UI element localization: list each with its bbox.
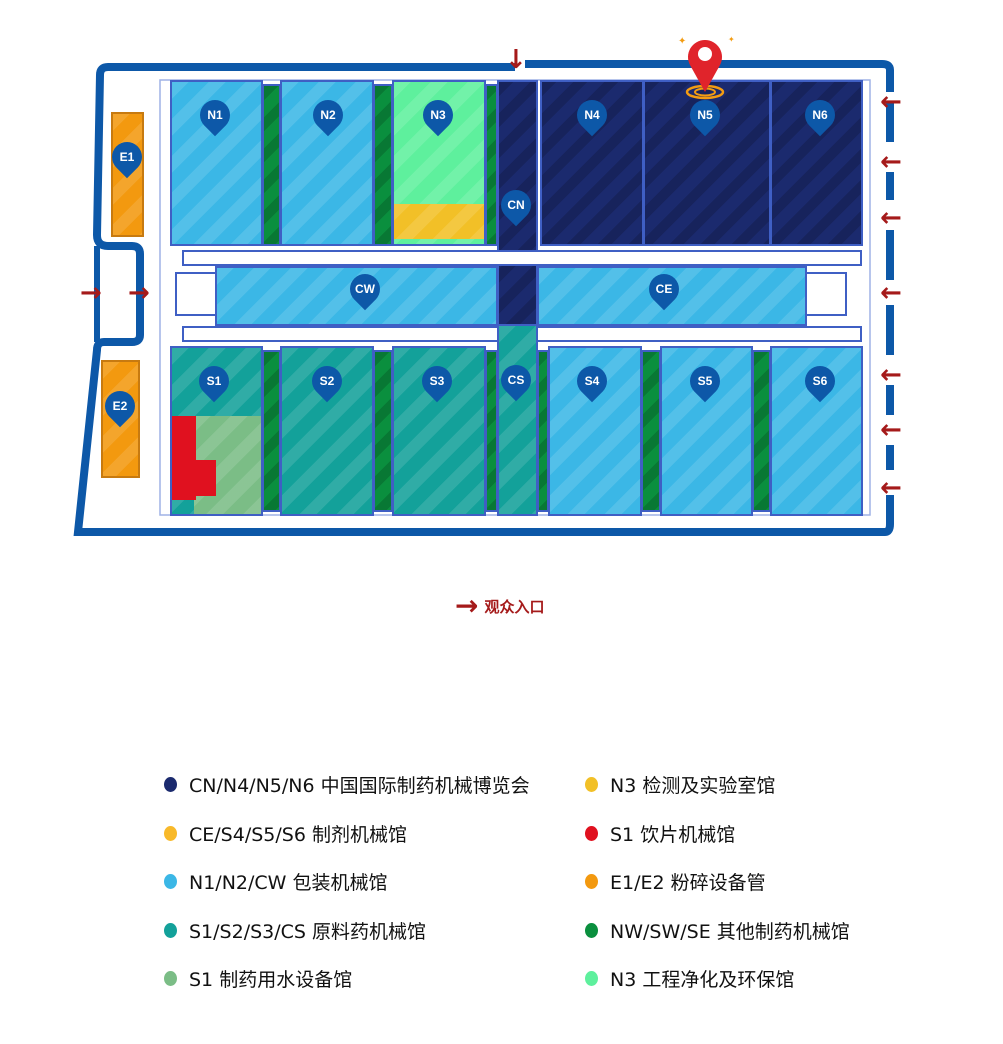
marker-n1[interactable]: N1 <box>193 93 237 140</box>
hall-cw-gate <box>175 272 217 316</box>
legend-item: CN/N4/N5/N6 中国国际制药机械博览会 <box>164 771 530 798</box>
marker-ce[interactable]: CE <box>642 267 686 314</box>
entrance-arrow-east-1: ← <box>880 87 902 117</box>
corridor-nw-2 <box>373 84 393 246</box>
hall-s3[interactable] <box>392 346 486 516</box>
legend-dot <box>164 777 177 792</box>
marker-s5[interactable]: S5 <box>683 359 727 406</box>
legend-item: N3 检测及实验室馆 <box>585 771 775 798</box>
entrance-key: → 观众入口 <box>455 592 544 620</box>
hall-n6[interactable] <box>770 80 863 246</box>
legend-dot <box>585 971 598 986</box>
marker-e1[interactable]: E1 <box>105 135 149 182</box>
entrance-arrow-east-6: ← <box>880 415 902 445</box>
marker-cw[interactable]: CW <box>343 267 387 314</box>
legend-item: S1 制药用水设备馆 <box>164 965 352 992</box>
hall-s1-decoction-area <box>172 416 196 500</box>
corridor-se-2 <box>752 350 771 512</box>
marker-e2[interactable]: E2 <box>98 384 142 431</box>
marker-n5[interactable]: N5 <box>683 93 727 140</box>
east-wall-gates <box>878 92 894 495</box>
corridor-nw-1 <box>262 84 281 246</box>
marker-n6[interactable]: N6 <box>798 93 842 140</box>
svg-text:✦: ✦ <box>678 36 686 47</box>
entrance-arrow-west-2: → <box>128 278 150 308</box>
legend-item: CE/S4/S5/S6 制剂机械馆 <box>164 820 407 847</box>
entrance-arrow-east-5: ← <box>880 360 902 390</box>
corridor-se-1 <box>641 350 661 512</box>
legend-dot <box>585 777 598 792</box>
marker-s1[interactable]: S1 <box>192 359 236 406</box>
hall-n3-lab-area <box>394 204 484 239</box>
legend-dot <box>585 874 598 889</box>
legend-item: S1/S2/S3/CS 原料药机械馆 <box>164 917 426 944</box>
legend-dot <box>164 826 177 841</box>
hall-n2[interactable] <box>280 80 374 246</box>
marker-s4[interactable]: S4 <box>570 359 614 406</box>
marker-n3[interactable]: N3 <box>416 93 460 140</box>
marker-s6[interactable]: S6 <box>798 359 842 406</box>
corridor-sw-2 <box>373 350 393 512</box>
legend-item: NW/SW/SE 其他制药机械馆 <box>585 917 850 944</box>
entrance-arrow-east-7: ← <box>880 473 902 503</box>
legend-dot <box>164 971 177 986</box>
entrance-arrow-west-1: → <box>80 278 102 308</box>
hall-s2[interactable] <box>280 346 374 516</box>
legend-item: S1 饮片机械馆 <box>585 820 735 847</box>
entrance-arrow-east-4: ← <box>880 278 902 308</box>
current-location-pin-icon: ✦✦ <box>678 35 735 100</box>
entrance-arrow-east-3: ← <box>880 203 902 233</box>
hall-ce[interactable] <box>537 266 807 326</box>
legend-item: N3 工程净化及环保馆 <box>585 965 794 992</box>
hall-s1-decoction-area-2 <box>194 460 216 496</box>
marker-cn[interactable]: CN <box>494 183 538 230</box>
hall-ce-gate <box>805 272 847 316</box>
north-service-strip <box>182 250 862 266</box>
entrance-label: 观众入口 <box>484 597 545 616</box>
svg-text:✦: ✦ <box>728 35 735 44</box>
hall-cs[interactable] <box>497 324 538 516</box>
marker-s3[interactable]: S3 <box>415 359 459 406</box>
marker-s2[interactable]: S2 <box>305 359 349 406</box>
legend-dot <box>585 923 598 938</box>
entrance-arrow-icon: → <box>455 589 479 622</box>
marker-n2[interactable]: N2 <box>306 93 350 140</box>
marker-n4[interactable]: N4 <box>570 93 614 140</box>
legend-dot <box>585 826 598 841</box>
corridor-sw-1 <box>262 350 281 512</box>
legend-dot <box>164 923 177 938</box>
entrance-arrow-north: ↓ <box>505 45 527 75</box>
legend-dot <box>164 874 177 889</box>
legend-item: N1/N2/CW 包装机械馆 <box>164 868 388 895</box>
entrance-arrow-east-2: ← <box>880 147 902 177</box>
marker-cs[interactable]: CS <box>494 358 538 405</box>
legend-item: E1/E2 粉碎设备管 <box>585 868 766 895</box>
